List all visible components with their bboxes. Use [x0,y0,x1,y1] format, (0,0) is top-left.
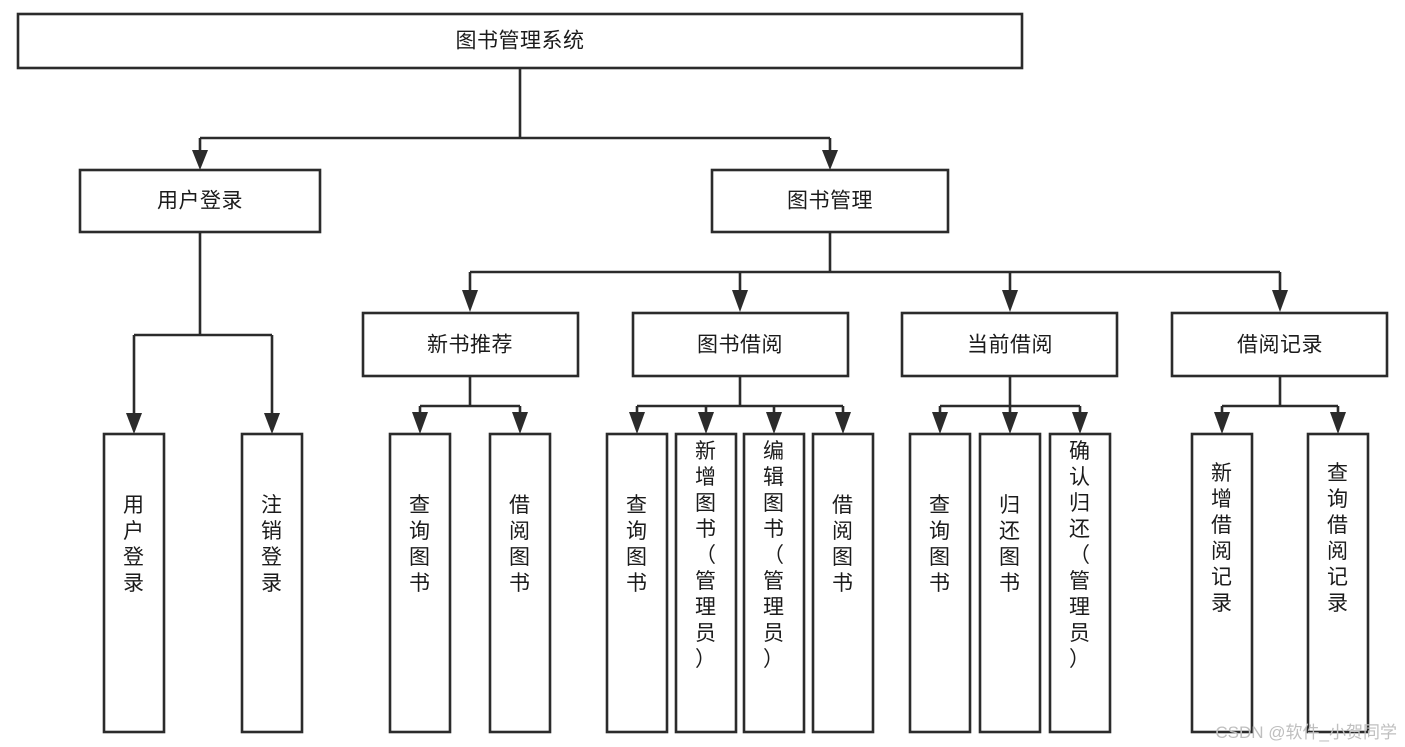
leaf-query-book-3[interactable]: 查询图书 [908,432,972,734]
arrow-head-leaf-add-record [1214,412,1230,434]
arrow-head-borrow-record [1272,290,1288,312]
arrow-head-leaf-query-book-1 [412,412,428,434]
leaf-user-login-box[interactable] [102,432,166,734]
arrow-head-current-borrow [1002,290,1018,312]
arrow-head-leaf-query-book-3 [932,412,948,434]
leaf-borrow-book-2[interactable]: 借阅图书 [811,432,875,734]
leaf-query-book-2-label: 查询图书 [626,494,648,595]
leaf-query-record-label: 查询借阅记录 [1327,462,1349,615]
leaf-add-book-label: 新增图书（管理员） [695,440,717,671]
leaf-add-record[interactable]: 新增借阅记录 [1190,432,1254,734]
node-user-login[interactable]: 用户登录 [78,168,322,234]
arrow-head-user-login [192,150,208,170]
leaf-confirm-return-box[interactable] [1048,432,1112,734]
node-book-manage-box[interactable] [710,168,950,234]
node-book-borrow-box[interactable] [631,311,850,378]
arrow-head-leaf-query-book-2 [629,412,645,434]
arrow-head-new-book-recommend [462,290,478,312]
leaf-edit-book-box[interactable] [742,432,806,734]
leaf-query-record[interactable]: 查询借阅记录 [1306,432,1370,734]
connector-layer [126,68,1346,434]
arrow-head-leaf-borrow-book-2 [835,412,851,434]
arrow-head-book-borrow [732,290,748,312]
leaf-edit-book[interactable]: 编辑图书（管理员） [742,432,806,734]
node-user-login-box[interactable] [78,168,322,234]
leaf-edit-book-label: 编辑图书（管理员） [763,440,785,671]
arrow-head-leaf-query-record [1330,412,1346,434]
leaf-query-book-2[interactable]: 查询图书 [605,432,669,734]
leaf-confirm-return[interactable]: 确认归还（管理员） [1048,432,1112,734]
leaf-user-logout-box[interactable] [240,432,304,734]
leaf-query-book-1-label: 查询图书 [409,494,431,595]
leaf-query-book-3-label: 查询图书 [929,494,951,595]
arrow-head-leaf-return-book [1002,412,1018,434]
leaf-return-book-box[interactable] [978,432,1042,734]
leaf-borrow-book-2-label: 借阅图书 [832,494,854,595]
node-current-borrow-box[interactable] [900,311,1119,378]
arrow-head-leaf-confirm-return [1072,412,1088,434]
arrow-head-leaf-add-book [698,412,714,434]
arrow-head-leaf-user-logout [264,413,280,434]
arrow-head-leaf-user-login [126,413,142,434]
leaf-query-book-1-box[interactable] [388,432,452,734]
node-book-manage-label: 图书管理 [787,190,873,213]
leaf-borrow-book-1[interactable]: 借阅图书 [488,432,552,734]
leaf-query-book-2-box[interactable] [605,432,669,734]
leaf-borrow-book-2-box[interactable] [811,432,875,734]
node-borrow-record-box[interactable] [1170,311,1389,378]
node-borrow-record[interactable]: 借阅记录 [1170,311,1389,378]
leaf-borrow-book-1-label: 借阅图书 [509,494,531,595]
node-book-borrow[interactable]: 图书借阅 [631,311,850,378]
node-borrow-record-label: 借阅记录 [1237,334,1323,357]
leaf-user-logout[interactable]: 注销登录 [240,432,304,734]
leaf-user-login[interactable]: 用户登录 [102,432,166,734]
leaf-confirm-return-label: 确认归还（管理员） [1069,440,1091,671]
node-user-login-label: 用户登录 [157,190,243,213]
node-new-book-recommend-box[interactable] [361,311,580,378]
node-new-book-recommend-label: 新书推荐 [427,334,513,357]
node-book-borrow-label: 图书借阅 [697,334,783,357]
node-root-box[interactable] [16,12,1024,70]
node-book-manage[interactable]: 图书管理 [710,168,950,234]
leaf-user-logout-label: 注销登录 [261,494,283,595]
leaf-return-book-label: 归还图书 [999,494,1021,595]
arrow-head-book-manage [822,150,838,170]
leaf-add-book-box[interactable] [674,432,738,734]
node-new-book-recommend[interactable]: 新书推荐 [361,311,580,378]
leaf-return-book[interactable]: 归还图书 [978,432,1042,734]
leaf-query-book-3-box[interactable] [908,432,972,734]
leaf-add-record-box[interactable] [1190,432,1254,734]
leaf-add-book[interactable]: 新增图书（管理员） [674,432,738,734]
node-root-label: 图书管理系统 [456,30,585,53]
node-current-borrow-label: 当前借阅 [967,334,1053,357]
leaf-user-login-label: 用户登录 [123,494,145,595]
node-root[interactable]: 图书管理系统 [16,12,1024,70]
leaf-add-record-label: 新增借阅记录 [1211,462,1233,615]
leaf-borrow-book-1-box[interactable] [488,432,552,734]
leaf-query-book-1[interactable]: 查询图书 [388,432,452,734]
node-current-borrow[interactable]: 当前借阅 [900,311,1119,378]
leaf-query-record-box[interactable] [1306,432,1370,734]
arrow-head-leaf-edit-book [766,412,782,434]
arrow-head-leaf-borrow-book-1 [512,412,528,434]
